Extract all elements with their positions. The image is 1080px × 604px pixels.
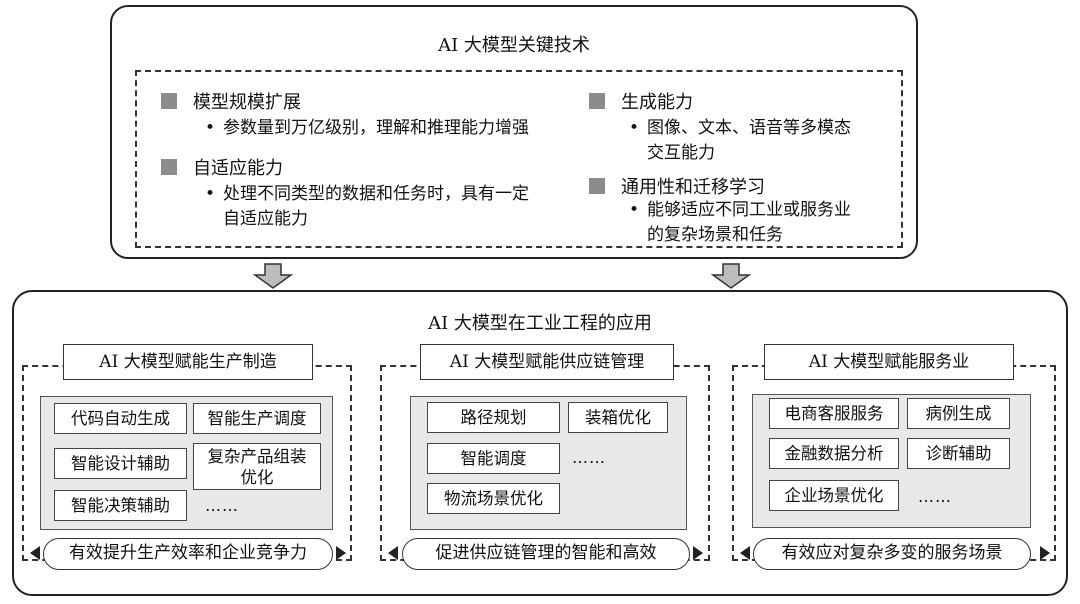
bullet-line: 能够适应不同工业或服务业 <box>647 200 851 220</box>
square-bullet-icon <box>161 159 177 175</box>
tech-item-transfer: 通用性和迁移学习 <box>589 173 765 199</box>
arrow-left-icon <box>740 546 750 560</box>
down-arrow-icon <box>711 263 751 289</box>
item-line: 复杂产品组装 <box>207 446 307 466</box>
item-diagnosis-assist: 诊断辅助 <box>907 438 1010 469</box>
item-assembly-optimization: 复杂产品组装 优化 <box>193 443 321 490</box>
more-items-ellipsis: …… <box>918 487 952 506</box>
tech-bullet-text: 处理不同类型的数据和任务时，具有一定 自适应能力 <box>223 182 529 232</box>
tech-item-adaptive: 自适应能力 <box>161 154 283 180</box>
item-production-scheduling: 智能生产调度 <box>193 403 321 434</box>
item-enterprise-optimization: 企业场景优化 <box>769 480 899 511</box>
arrow-left-icon <box>388 546 398 560</box>
square-bullet-icon <box>589 93 605 109</box>
item-line: 优化 <box>240 467 274 487</box>
bullet-dot-icon: • <box>629 200 640 220</box>
item-logistics-optimization: 物流场景优化 <box>427 483 560 514</box>
key-tech-title: AI 大模型关键技术 <box>438 35 590 56</box>
bullet-line: 的复杂场景和任务 <box>647 225 783 245</box>
tech-heading: 模型规模扩展 <box>193 92 301 113</box>
tech-bullet-text: 参数量到万亿级别，理解和推理能力增强 <box>223 118 529 138</box>
section-title-services: AI 大模型赋能服务业 <box>764 344 1014 380</box>
section-title-supply-chain: AI 大模型赋能供应链管理 <box>420 344 674 380</box>
bullet-dot-icon: • <box>629 118 640 138</box>
tech-heading: 通用性和迁移学习 <box>621 177 765 198</box>
tech-heading: 生成能力 <box>621 92 693 113</box>
square-bullet-icon <box>161 93 177 109</box>
bullet-line: 交互能力 <box>647 143 715 163</box>
arrow-right-icon <box>693 546 703 560</box>
tech-bullet-text: 图像、文本、语音等多模态 交互能力 <box>647 116 851 166</box>
item-ecommerce-service: 电商客服服务 <box>769 398 899 429</box>
key-tech-panel: AI 大模型关键技术 模型规模扩展 • 参数量到万亿级别，理解和推理能力增强 自… <box>110 5 918 259</box>
more-items-ellipsis: …… <box>205 496 239 515</box>
bullet-line: 自适应能力 <box>223 209 308 229</box>
tech-bullet: • 图像、文本、语音等多模态 交互能力 <box>629 116 851 166</box>
tech-item-scale: 模型规模扩展 <box>161 88 301 114</box>
arrow-right-icon <box>1040 546 1050 560</box>
arrow-right-icon <box>336 546 346 560</box>
tech-bullet: • 参数量到万亿级别，理解和推理能力增强 <box>205 116 529 141</box>
tech-item-generative: 生成能力 <box>589 88 693 114</box>
item-design-assist: 智能设计辅助 <box>54 448 187 479</box>
item-code-generation: 代码自动生成 <box>54 403 187 434</box>
item-packing-optimization: 装箱优化 <box>568 402 668 433</box>
tech-bullet: • 能够适应不同工业或服务业 的复杂场景和任务 <box>629 198 851 248</box>
item-financial-analysis: 金融数据分析 <box>769 438 899 469</box>
more-items-ellipsis: …… <box>572 448 606 467</box>
tech-heading: 自适应能力 <box>193 158 283 179</box>
bullet-dot-icon: • <box>205 184 216 204</box>
key-tech-dashed-box: 模型规模扩展 • 参数量到万亿级别，理解和推理能力增强 自适应能力 • 处理不同… <box>135 70 903 248</box>
arrow-left-icon <box>30 546 40 560</box>
bullet-dot-icon: • <box>205 118 216 138</box>
tech-bullet-text: 能够适应不同工业或服务业 的复杂场景和任务 <box>647 198 851 248</box>
tech-bullet: • 处理不同类型的数据和任务时，具有一定 自适应能力 <box>205 182 529 232</box>
item-case-generation: 病例生成 <box>907 398 1010 429</box>
outcome-supply-chain: 促进供应链管理的智能和高效 <box>402 538 690 570</box>
outcome-services: 有效应对复杂多变的服务场景 <box>753 538 1031 570</box>
square-bullet-icon <box>589 178 605 194</box>
application-title: AI 大模型在工业工程的应用 <box>428 313 652 334</box>
item-route-planning: 路径规划 <box>427 402 560 433</box>
bullet-line: 图像、文本、语音等多模态 <box>647 118 851 138</box>
outcome-manufacturing: 有效提升生产效率和企业竞争力 <box>43 538 333 570</box>
bullet-line: 处理不同类型的数据和任务时，具有一定 <box>223 184 529 204</box>
item-decision-assist: 智能决策辅助 <box>54 490 187 521</box>
item-smart-scheduling: 智能调度 <box>427 443 560 474</box>
down-arrow-icon <box>253 263 293 289</box>
section-title-manufacturing: AI 大模型赋能生产制造 <box>63 344 313 380</box>
